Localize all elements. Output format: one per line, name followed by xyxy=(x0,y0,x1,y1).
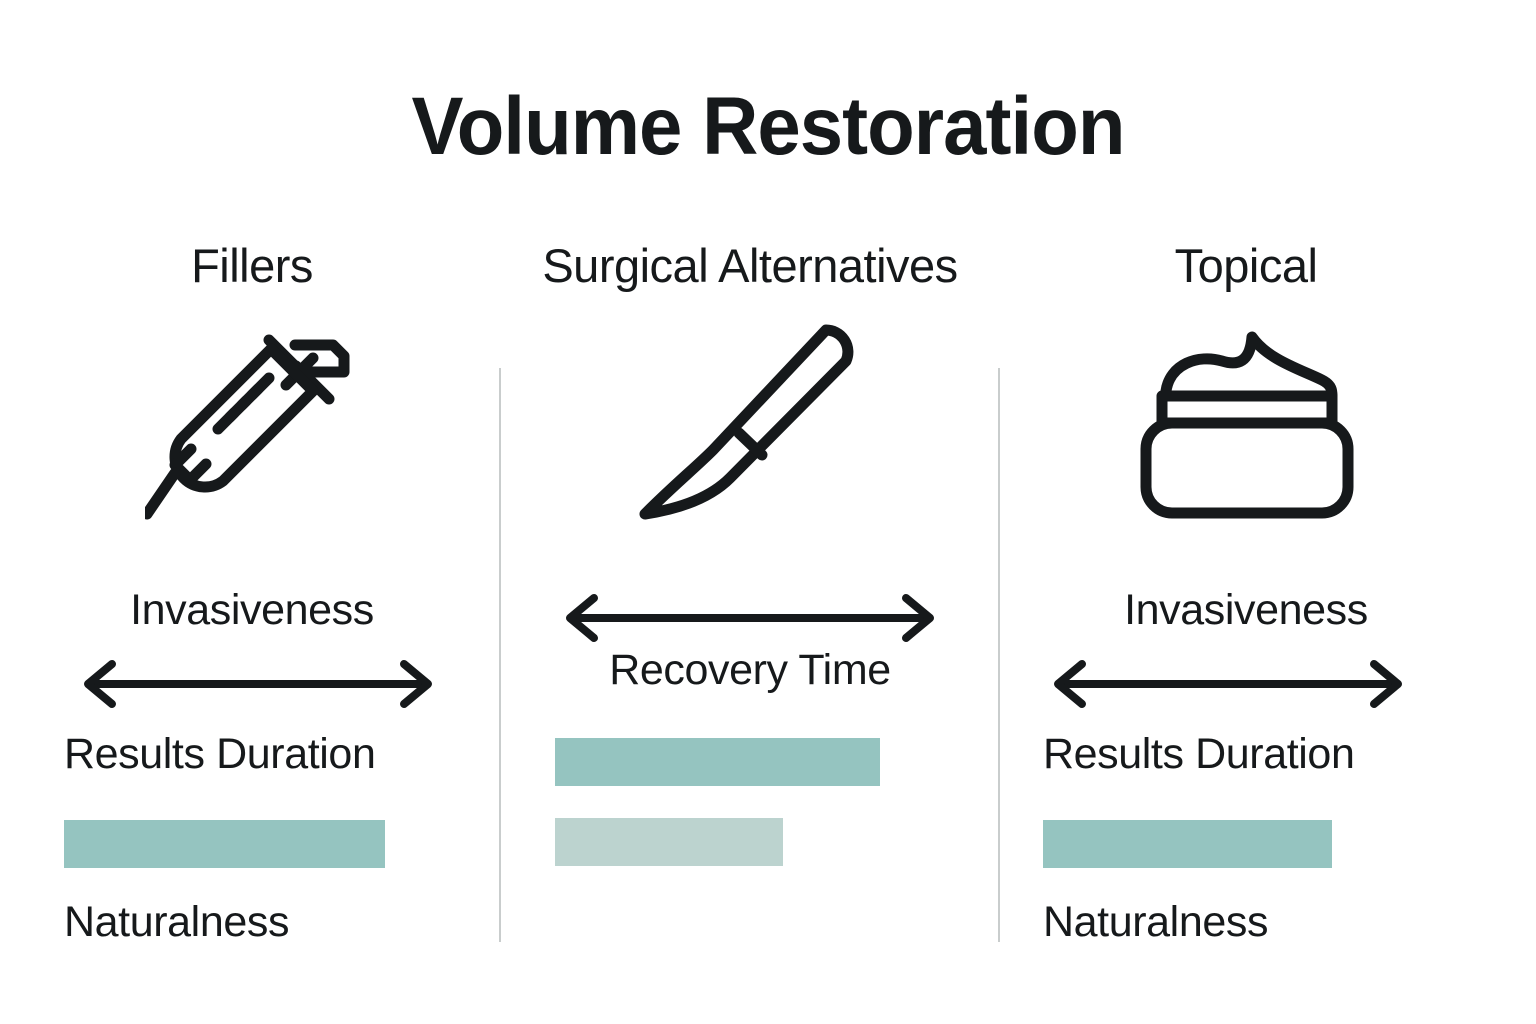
syringe-icon xyxy=(22,308,482,538)
bar-recovery-time-primary xyxy=(555,738,880,786)
metric-label-recovery-time: Recovery Time xyxy=(609,646,891,694)
column-surgical-alternatives: Surgical Alternatives Recovery Time xyxy=(512,240,988,980)
bar-results-duration-right xyxy=(1043,820,1332,868)
metric-label-naturalness-right: Naturalness xyxy=(1043,898,1269,946)
recovery-time-arrow xyxy=(560,592,940,644)
column-fillers: Fillers xyxy=(22,240,482,980)
scalpel-icon xyxy=(512,308,988,538)
metric-label-naturalness-left: Naturalness xyxy=(64,898,290,946)
column-topical: Topical Invasiveness Results Duration Na… xyxy=(1012,240,1480,980)
column-divider-2 xyxy=(998,368,1000,942)
page-title: Volume Restoration xyxy=(411,81,1126,172)
bar-results-duration-left xyxy=(64,820,385,868)
bar-recovery-time-secondary xyxy=(555,818,783,866)
invasiveness-arrow-left xyxy=(78,658,438,710)
metric-label-results-duration-right: Results Duration xyxy=(1043,730,1355,778)
metric-label-invasiveness-right: Invasiveness xyxy=(1124,586,1368,634)
invasiveness-arrow-right xyxy=(1048,658,1408,710)
metric-label-results-duration-left: Results Duration xyxy=(64,730,376,778)
column-header-topical: Topical xyxy=(1174,239,1318,292)
column-header-fillers: Fillers xyxy=(191,239,313,292)
cream-jar-icon xyxy=(1012,308,1480,538)
column-header-surgical-alternatives: Surgical Alternatives xyxy=(542,239,958,292)
metric-label-invasiveness-left: Invasiveness xyxy=(130,586,374,634)
column-divider-1 xyxy=(499,368,501,942)
